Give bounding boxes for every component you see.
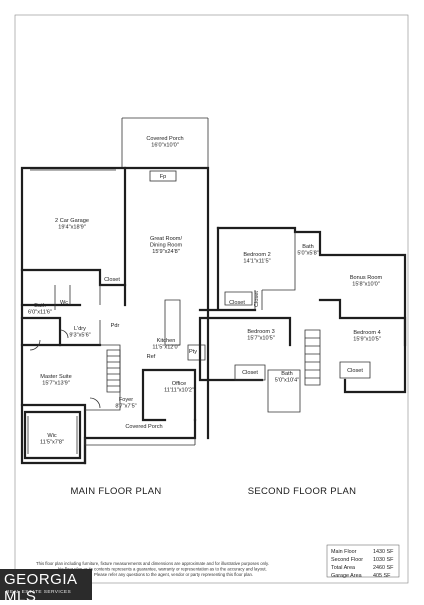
area-label-garage: Garage Area [331, 573, 362, 579]
room-covered-porch-front: Covered Porch [125, 424, 162, 430]
area-label-total: Total Area [331, 565, 355, 571]
pantry-label: Pty [189, 349, 197, 355]
main-floor-title: MAIN FLOOR PLAN [70, 486, 161, 497]
disclaimer: This floor plan including furniture, fix… [36, 561, 270, 577]
area-table: Main Floor 1430 SF Second Floor 1030 SF … [326, 544, 400, 579]
area-value-total: 2460 SF [373, 565, 394, 571]
closet-label-2: Closet [254, 291, 260, 307]
second-floor-title: SECOND FLOOR PLAN [248, 486, 357, 497]
area-value-main: 1430 SF [373, 549, 394, 555]
closet-label-1: Closet [229, 300, 245, 306]
ref-label: Ref [147, 354, 156, 360]
fireplace-label: Fp [160, 174, 167, 180]
area-value-second: 1030 SF [373, 557, 394, 563]
wc-label: Wc [60, 300, 68, 306]
area-label-main: Main Floor [331, 549, 357, 555]
area-value-garage: 405 SF [373, 573, 391, 579]
area-label-second: Second Floor [331, 557, 363, 563]
second-floor-plan [198, 226, 407, 413]
page-border [14, 14, 409, 584]
closet-label-4: Closet [347, 368, 363, 374]
closet-label-3: Closet [242, 370, 258, 376]
logo-tagline: REAL ESTATE SERVICES [6, 590, 72, 595]
main-floor-plan [20, 117, 210, 465]
room-powder: Pdr [111, 323, 120, 329]
room-closet-main: Closet [104, 277, 120, 283]
mls-logo: GEORGIA MLS REAL ESTATE SERVICES [0, 569, 92, 605]
